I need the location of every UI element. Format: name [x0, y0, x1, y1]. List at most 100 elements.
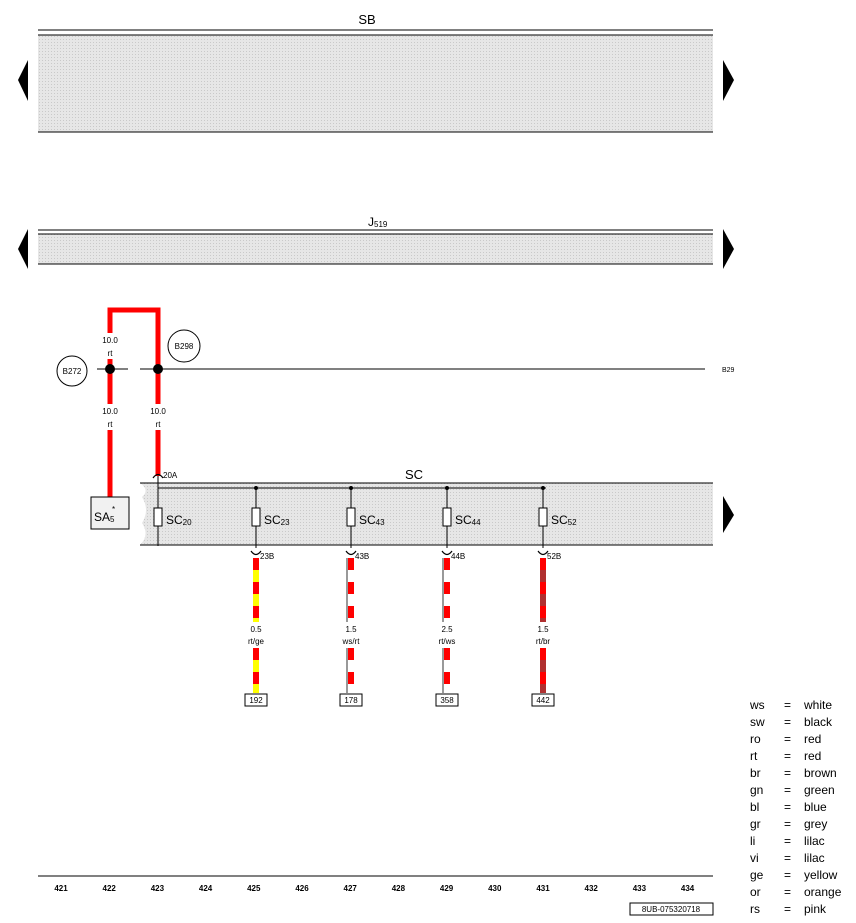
fuse-sc44: SC44 44B 2.5 rt/ws 358 [435, 486, 481, 707]
column-number: 431 [536, 884, 550, 893]
color-legend: ws=whitesw=blackro=redrt=redbr=browngn=g… [749, 698, 842, 916]
svg-text:rt: rt [108, 420, 114, 429]
b298-connection: B298 [167, 329, 201, 363]
b272-junction-dot [105, 364, 115, 374]
legend-code: li [750, 834, 755, 848]
legend-name: white [803, 698, 832, 712]
pin-43b: 43B [355, 552, 369, 561]
j519-right-arrow-icon [723, 229, 734, 269]
sb-component: SB [18, 12, 734, 133]
legend-code: ge [750, 868, 764, 882]
sa5-component: SA5 * [90, 496, 130, 530]
legend-name: orange [804, 885, 842, 899]
column-number: 427 [344, 884, 358, 893]
svg-text:SA5: SA5 [94, 510, 115, 524]
legend-row: rt = red [750, 749, 821, 763]
legend-equals: = [784, 800, 791, 814]
legend-code: rs [750, 902, 760, 916]
svg-text:10.0: 10.0 [102, 407, 118, 416]
legend-equals: = [784, 698, 791, 712]
fuse-sc44-icon [442, 507, 452, 527]
column-number: 430 [488, 884, 502, 893]
sb-right-arrow-icon [723, 60, 734, 101]
legend-row: bl=blue [750, 800, 827, 814]
svg-text:*: * [112, 505, 115, 514]
fuse-sc20-icon [153, 507, 163, 527]
legend-equals: = [784, 715, 791, 729]
legend-name: red [804, 749, 821, 763]
reference-box: 442 [536, 696, 550, 705]
reference-box: 178 [344, 696, 358, 705]
legend-name: blue [804, 800, 827, 814]
legend-row: gr=grey [750, 817, 827, 831]
fuse-sc20-label: SC20 [166, 513, 192, 527]
legend-equals: = [784, 783, 791, 797]
column-number: 424 [199, 884, 213, 893]
fuse-sc44-label: SC44 [455, 513, 481, 527]
legend-name: black [804, 715, 833, 729]
svg-text:10.0: 10.0 [102, 336, 118, 345]
fuse-sc20: SC20 [153, 507, 192, 527]
legend-row: rs=pink [750, 902, 827, 916]
j519-label: J519 [368, 215, 388, 229]
legend-row: ge = yellow [750, 868, 838, 882]
legend-name: brown [804, 766, 837, 780]
legend-row: li=lilac [750, 834, 825, 848]
fuse-sc43-label: SC43 [359, 513, 385, 527]
column-number: 423 [151, 884, 165, 893]
column-number: 428 [392, 884, 406, 893]
legend-equals: = [784, 732, 791, 746]
reference-box: 358 [440, 696, 454, 705]
legend-row: vi=lilac [750, 851, 825, 865]
legend-code: rt [750, 749, 758, 763]
legend-row: ws=white [749, 698, 832, 712]
legend-equals: = [784, 817, 791, 831]
legend-row: gn=green [750, 783, 835, 797]
legend-code: or [750, 885, 761, 899]
pin-23b: 23B [260, 552, 274, 561]
legend-name: pink [804, 902, 827, 916]
column-number: 433 [633, 884, 647, 893]
fuse-sc23-label: SC23 [264, 513, 290, 527]
legend-equals: = [784, 885, 791, 899]
fuse-sc52-label: SC52 [551, 513, 577, 527]
wire-size: 2.5 [441, 625, 453, 634]
pin-44b: 44B [451, 552, 465, 561]
legend-row: sw = black [750, 715, 833, 729]
legend-name: lilac [804, 834, 825, 848]
legend-code: vi [750, 851, 759, 865]
column-number: 421 [54, 884, 68, 893]
legend-equals: = [784, 766, 791, 780]
legend-equals: = [784, 868, 791, 882]
b298-junction-dot [153, 364, 163, 374]
legend-code: sw [750, 715, 765, 729]
legend-name: yellow [804, 868, 838, 882]
wire-color: rt/ge [248, 637, 265, 646]
legend-equals: = [784, 749, 791, 763]
pin-20a: 20A [163, 471, 178, 480]
wire-color: rt/br [536, 637, 551, 646]
legend-code: gr [750, 817, 761, 831]
legend-code: ro [750, 732, 761, 746]
legend-name: red [804, 732, 821, 746]
column-number: 429 [440, 884, 454, 893]
legend-row: ro = red [750, 732, 821, 746]
wire-size: 0.5 [250, 625, 262, 634]
wire-size: 1.5 [537, 625, 549, 634]
wire-color: rt/ws [439, 637, 456, 646]
sc-label: SC [405, 467, 423, 482]
fuse-sc23-icon [251, 507, 261, 527]
svg-text:rt: rt [156, 420, 162, 429]
sb-left-arrow-icon [18, 60, 28, 101]
legend-code: gn [750, 783, 763, 797]
column-number: 426 [295, 884, 309, 893]
j519-component: J519 [18, 215, 734, 269]
column-number: 432 [585, 884, 599, 893]
wire-color: ws/rt [342, 637, 361, 646]
